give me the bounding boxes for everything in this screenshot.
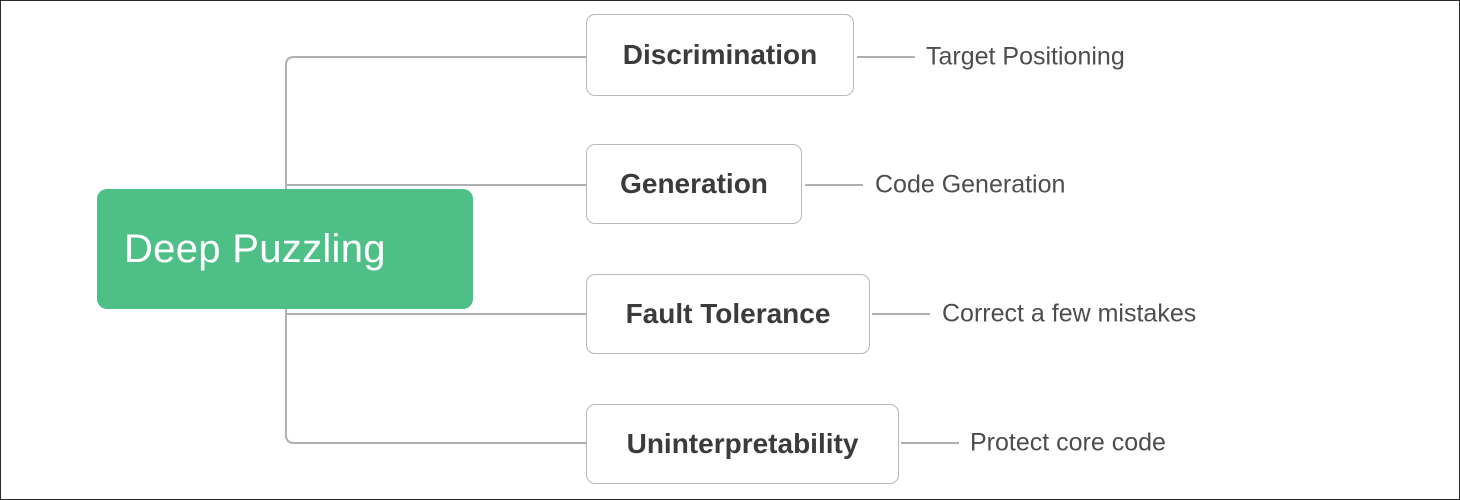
branch-node-label: Generation [620,168,768,199]
leaf-label-protect-core-code: Protect core code [970,428,1166,457]
branch-node-label: Uninterpretability [626,428,859,459]
root-node-label: Deep Puzzling [124,227,386,271]
leaf-label-correct-mistakes: Correct a few mistakes [942,299,1197,328]
root-node[interactable]: Deep Puzzling [97,189,473,309]
branch-node-label: Fault Tolerance [625,298,831,329]
branch-node-discrimination[interactable]: Discrimination [586,14,854,96]
leaf-label-target-positioning: Target Positioning [926,42,1125,71]
branch-node-generation[interactable]: Generation [586,144,802,224]
branch-node-uninterpretability[interactable]: Uninterpretability [586,404,899,484]
leaf-label-code-generation: Code Generation [875,170,1066,199]
branch-node-fault-tolerance[interactable]: Fault Tolerance [586,274,870,354]
branch-node-label: Discrimination [622,39,818,70]
